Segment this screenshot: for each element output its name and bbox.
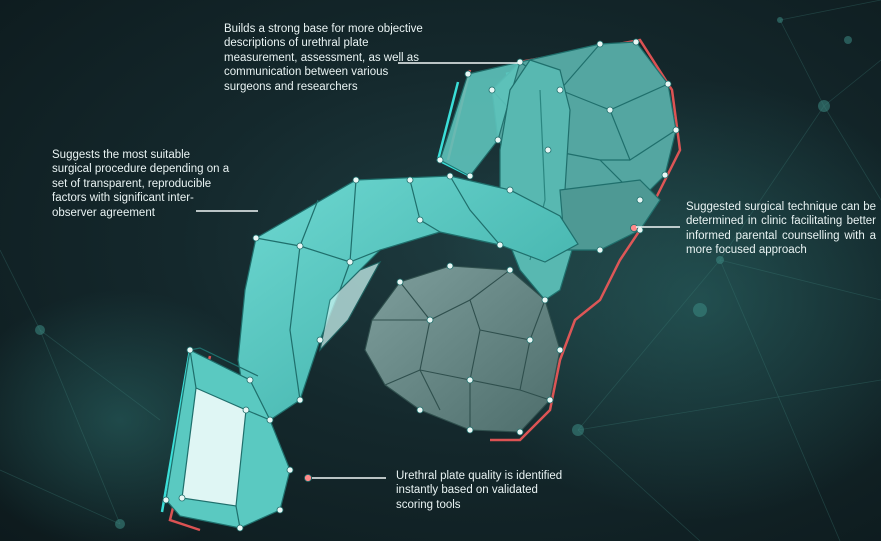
callout-left: Suggests the most suitable surgical proc… [52, 149, 230, 219]
anatomy-wireframe-model [160, 38, 682, 532]
callout-top: Builds a strong base for more objective … [224, 23, 423, 93]
callout-right: Suggested surgical technique can be dete… [686, 201, 876, 257]
tip-segment [165, 347, 291, 529]
callout-bottom: Urethral plate quality is identified ins… [396, 470, 563, 511]
lower-sphere [364, 265, 561, 433]
background-nodes [35, 17, 852, 529]
mesh-vertices [162, 38, 680, 532]
